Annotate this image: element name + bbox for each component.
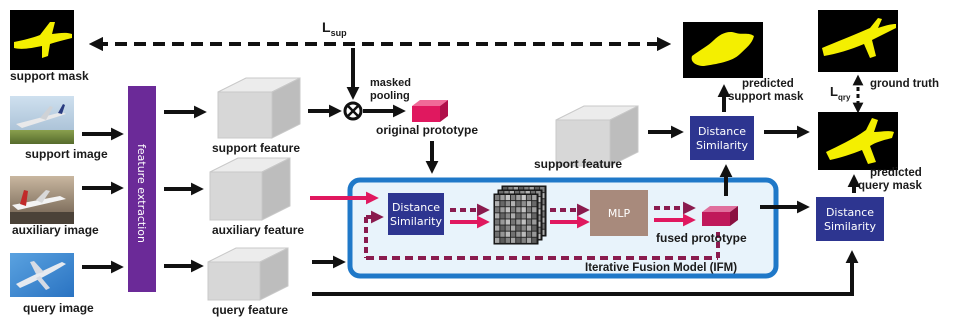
ds2-line2: Similarity: [696, 139, 748, 152]
auxiliary-image-label: auxiliary image: [12, 223, 99, 237]
fused-prototype-label: fused prototype: [656, 231, 747, 245]
predicted-support-label-2: support mask: [728, 91, 804, 103]
feature-extraction-label: feature extraction: [135, 144, 148, 243]
support-feature-cube: [217, 77, 301, 139]
distance-similarity-support: [690, 116, 754, 160]
predicted-query-label-1: predicted: [870, 167, 922, 179]
ds3-line2: Similarity: [824, 220, 876, 233]
ds1-line1: Distance: [392, 201, 440, 214]
support-feature-cube-2: [555, 105, 639, 167]
original-prototype-label: original prototype: [376, 123, 478, 137]
query-image-label: query image: [23, 301, 94, 315]
support-feature-label-2: support feature: [534, 157, 622, 171]
ds1-line2: Similarity: [390, 215, 442, 228]
support-mask-image: [10, 10, 74, 70]
ifm-label: Iterative Fusion Model (IFM): [585, 262, 737, 274]
auxiliary-image: [10, 176, 74, 224]
distance-similarity-query: [816, 197, 884, 241]
grid-icon: [493, 185, 547, 245]
support-image-label: support image: [25, 147, 108, 161]
original-prototype-cube: [412, 100, 448, 122]
airplane-icon: [14, 22, 72, 58]
query-feature-cube: [207, 247, 289, 301]
otimes-icon: [343, 101, 363, 121]
feature-extraction-block: [128, 86, 156, 292]
distance-similarity-ifm: [388, 193, 444, 235]
airplane-icon: [822, 18, 896, 58]
query-image: [10, 253, 74, 297]
ifm-box: [347, 177, 779, 279]
auxiliary-feature-label: auxiliary feature: [212, 223, 304, 237]
support-image: [10, 96, 74, 144]
lqry-label: Lqry: [830, 84, 851, 102]
pooling-label: pooling: [370, 90, 410, 102]
predicted-support-label-1: predicted: [742, 78, 794, 90]
query-feature-label: query feature: [212, 303, 288, 317]
ground-truth-label: ground truth: [870, 78, 939, 90]
predicted-query-mask: [818, 112, 898, 170]
mlp-label: MLP: [608, 207, 631, 220]
predicted-query-label-2: query mask: [858, 180, 923, 192]
support-mask-label: support mask: [10, 69, 89, 83]
arrow-query-to-ds-query: [312, 250, 859, 296]
ground-truth-mask: [818, 10, 898, 72]
ds3-line1: Distance: [826, 206, 874, 219]
masked-label: masked: [370, 77, 411, 89]
fused-prototype-cube: [702, 206, 738, 226]
predicted-support-mask: [683, 22, 763, 78]
lsup-label: Lsup: [322, 19, 347, 38]
ds2-line1: Distance: [698, 125, 746, 138]
support-feature-label: support feature: [212, 141, 300, 155]
mlp-block: [590, 190, 648, 236]
auxiliary-feature-cube: [209, 157, 291, 221]
